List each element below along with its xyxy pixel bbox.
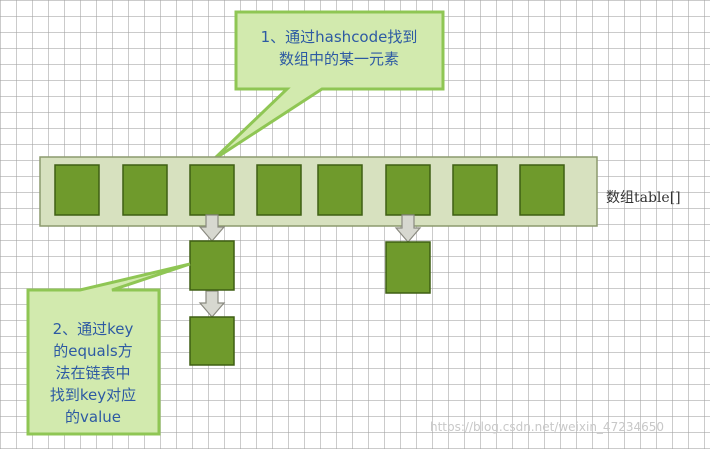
callout-1-text: 1、通过hashcode找到 数组中的某一元素 (236, 26, 442, 70)
array-cell (452, 164, 498, 216)
array-cell (122, 164, 168, 216)
callout-1-line: 数组中的某一元素 (278, 50, 399, 68)
down-arrow (198, 214, 226, 242)
callout-2-text: 2、通过key 的equals方 法在链表中 找到key对应 的value (28, 318, 158, 428)
chain-node (385, 241, 431, 294)
callout-2-line: 找到key对应 (49, 386, 137, 404)
array-cell (519, 164, 565, 216)
down-arrow (394, 214, 422, 243)
array-cell (385, 164, 431, 216)
array-cell (54, 164, 100, 216)
callout-2-line: 2、通过key (52, 320, 134, 338)
chain-node (189, 240, 235, 291)
chain-node (189, 316, 235, 366)
callout-2-line: 法在链表中 (55, 364, 131, 382)
array-cell (189, 164, 235, 216)
watermark: https://blog.csdn.net/weixin_47234650 (430, 420, 665, 434)
array-cell (256, 164, 302, 216)
array-label: 数组table[] (606, 190, 681, 206)
down-arrow (198, 290, 226, 318)
callout-1-box (211, 10, 445, 162)
callout-2-box (26, 262, 191, 436)
callout-1-line: 1、通过hashcode找到 (260, 28, 418, 46)
array-cell (317, 164, 363, 216)
callout-2-line: 的value (65, 408, 121, 426)
callout-2-line: 的equals方 (53, 342, 133, 360)
